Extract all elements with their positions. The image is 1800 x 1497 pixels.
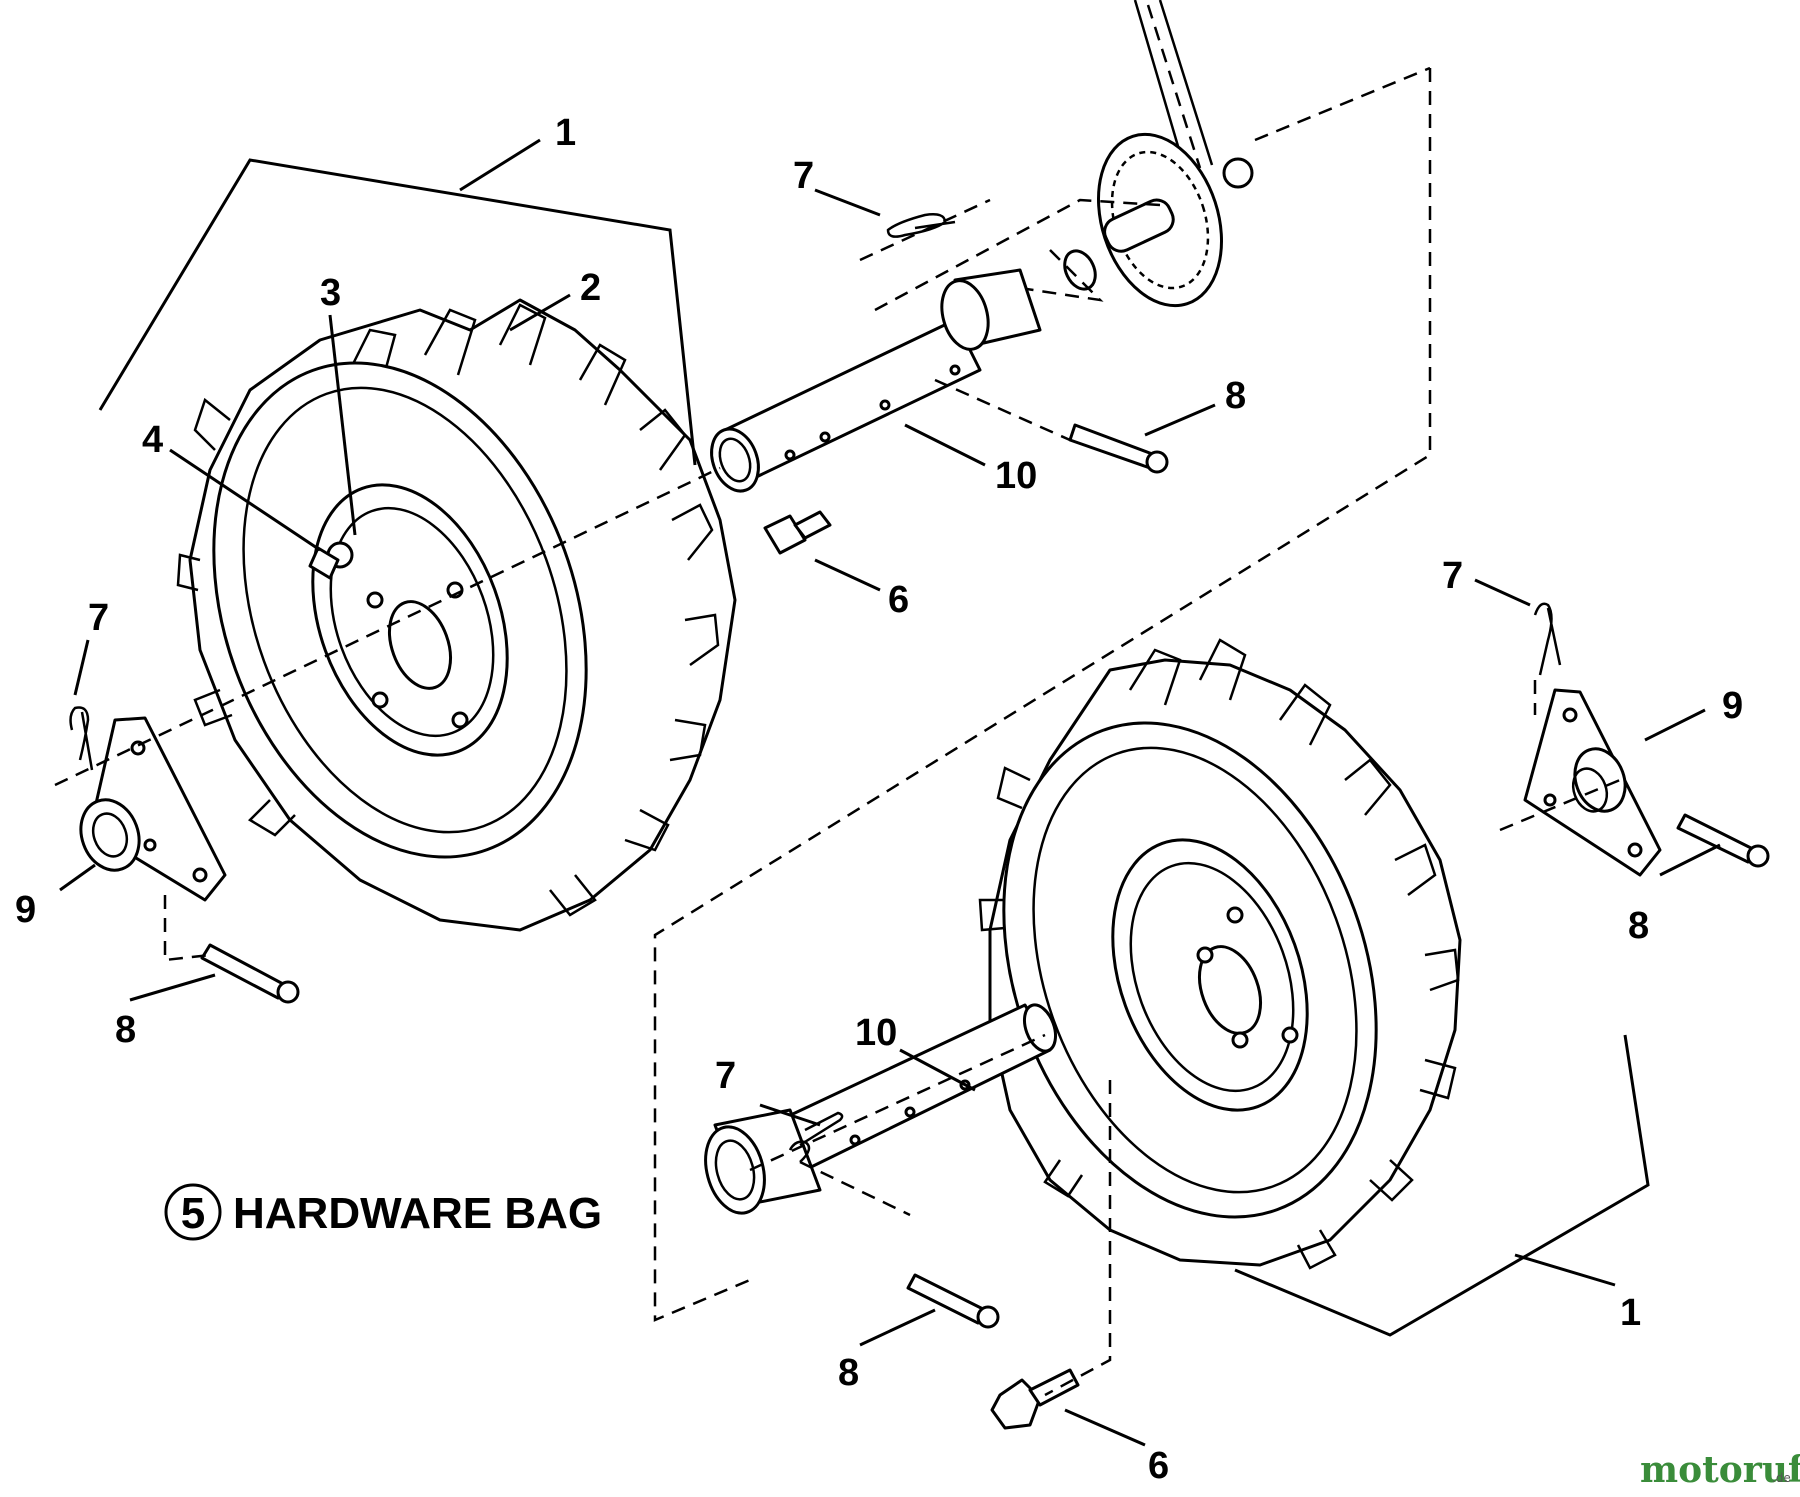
- leader-lines: [59, 138, 1721, 1447]
- hardware-bag-label: HARDWARE BAG: [233, 1189, 602, 1238]
- clevis-pin-bottom: [906, 1273, 1000, 1329]
- hairpin-clip-left: [69, 706, 94, 771]
- callout-7-bottom: 7: [715, 1055, 736, 1097]
- callout-8-bottom: 8: [838, 1352, 859, 1394]
- callout-10-top: 10: [995, 455, 1037, 497]
- callout-1-bottom: 1: [1620, 1292, 1641, 1334]
- hardware-bag-number: 5: [181, 1189, 205, 1238]
- callout-1-top: 1: [555, 112, 576, 154]
- watermark-suffix: .de: [1772, 1471, 1791, 1485]
- right-tire-treads: [978, 638, 1460, 1270]
- callout-7-left: 7: [88, 597, 109, 639]
- hairpin-clip-topcenter: [886, 213, 956, 238]
- axle-tube-bottom: [704, 1003, 1058, 1215]
- hardware-bag-number-circle: [164, 1183, 222, 1241]
- hex-bolt-bottom: [990, 1368, 1080, 1430]
- right-flange-bracket: [1523, 688, 1662, 877]
- right-wheel-tire: [978, 638, 1462, 1270]
- axle-sprocket-assembly: [999, 0, 1254, 308]
- right-hub-center-hole: [1198, 945, 1262, 1035]
- callout-6-top: 6: [888, 579, 909, 621]
- callout-8-right: 8: [1628, 905, 1649, 947]
- hairpin-clip-right: [1533, 602, 1562, 676]
- clevis-pin-left: [200, 943, 300, 1004]
- hardware-bag-note: 5 HARDWARE BAG: [164, 1183, 602, 1241]
- clevis-pin-right: [1676, 813, 1770, 868]
- callout-6-bottom: 6: [1148, 1445, 1169, 1487]
- callout-2: 2: [580, 267, 601, 309]
- hairpin-clip-bottom: [788, 1111, 844, 1163]
- callout-8-left: 8: [115, 1009, 136, 1051]
- bracket-item1-bottom: [1234, 1034, 1650, 1337]
- valve-stem: [308, 546, 340, 580]
- callout-9-right: 9: [1722, 685, 1743, 727]
- callout-7-topcenter: 7: [793, 155, 814, 197]
- callout-labels: 1 2 3 4 6 7 7 7 7 8 8 8 8 9 9 10 10 1 6: [15, 112, 1743, 1487]
- hex-bolt-top: [763, 510, 832, 555]
- callout-3: 3: [320, 272, 341, 314]
- left-flange-bracket: [79, 716, 227, 902]
- bracket-item1-top: [98, 158, 697, 466]
- assembly-guide-lines: [54, 66, 1621, 1397]
- callout-8-topright: 8: [1225, 375, 1246, 417]
- callout-9-left: 9: [15, 889, 36, 931]
- watermark-brand: motoruf: [1640, 1449, 1800, 1491]
- callout-7-right: 7: [1442, 555, 1463, 597]
- watermark-logo: motoruf .de: [1640, 1449, 1800, 1491]
- clevis-pin-topright: [1068, 423, 1169, 474]
- left-wheel-tire: [176, 298, 737, 932]
- callout-10-bottom: 10: [855, 1012, 897, 1054]
- callout-4: 4: [142, 419, 163, 461]
- axle-tube-top: [710, 268, 1042, 493]
- left-hub-center-hole: [388, 600, 452, 690]
- left-tire-treads: [176, 303, 720, 917]
